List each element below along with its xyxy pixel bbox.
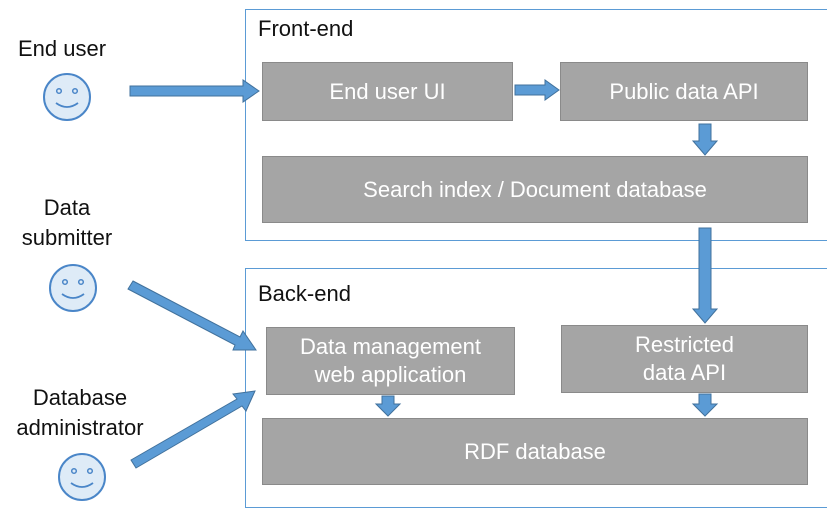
rdf-database-box: RDF database bbox=[262, 418, 808, 485]
arrow-restricted-to-rdf bbox=[691, 393, 719, 417]
end-user-label: End user bbox=[18, 36, 107, 61]
data-management-line1: Data management bbox=[300, 334, 481, 359]
data-management-box: Data management web application bbox=[266, 327, 515, 395]
database-admin-line2: administrator bbox=[16, 415, 144, 440]
public-data-api-label: Public data API bbox=[609, 78, 759, 104]
restricted-api-line1: Restricted bbox=[634, 332, 735, 357]
arrow-enduser-to-ui bbox=[129, 79, 260, 103]
database-admin-smiley-icon bbox=[58, 453, 106, 501]
data-submitter-label: Data submitter bbox=[20, 193, 114, 253]
database-admin-label: Database administrator bbox=[0, 383, 160, 443]
end-user-ui-label: End user UI bbox=[329, 78, 446, 104]
data-management-line2: web application bbox=[314, 362, 467, 387]
backend-title: Back-end bbox=[258, 281, 351, 306]
arrow-ui-to-public-api bbox=[514, 79, 560, 101]
arrow-datamgmt-to-rdf bbox=[374, 395, 402, 417]
frontend-title: Front-end bbox=[258, 16, 354, 41]
public-data-api-box: Public data API bbox=[560, 62, 808, 121]
arrow-submitter-to-datamgmt bbox=[127, 280, 257, 351]
end-user-smiley-icon bbox=[43, 73, 91, 121]
restricted-data-api-box: Restricted data API bbox=[561, 325, 808, 393]
search-index-box: Search index / Document database bbox=[262, 156, 808, 223]
arrow-admin-to-datamgmt bbox=[130, 390, 256, 469]
end-user-ui-box: End user UI bbox=[262, 62, 513, 121]
search-index-label: Search index / Document database bbox=[363, 176, 707, 202]
arrow-public-api-to-search bbox=[691, 123, 719, 156]
data-submitter-smiley-icon bbox=[49, 264, 97, 312]
data-submitter-line2: submitter bbox=[21, 225, 113, 250]
rdf-database-label: RDF database bbox=[464, 438, 606, 464]
database-admin-line1: Database bbox=[32, 385, 128, 410]
restricted-api-line2: data API bbox=[642, 360, 727, 385]
arrow-search-to-restricted-api bbox=[691, 227, 719, 324]
data-submitter-line1: Data bbox=[43, 195, 91, 220]
